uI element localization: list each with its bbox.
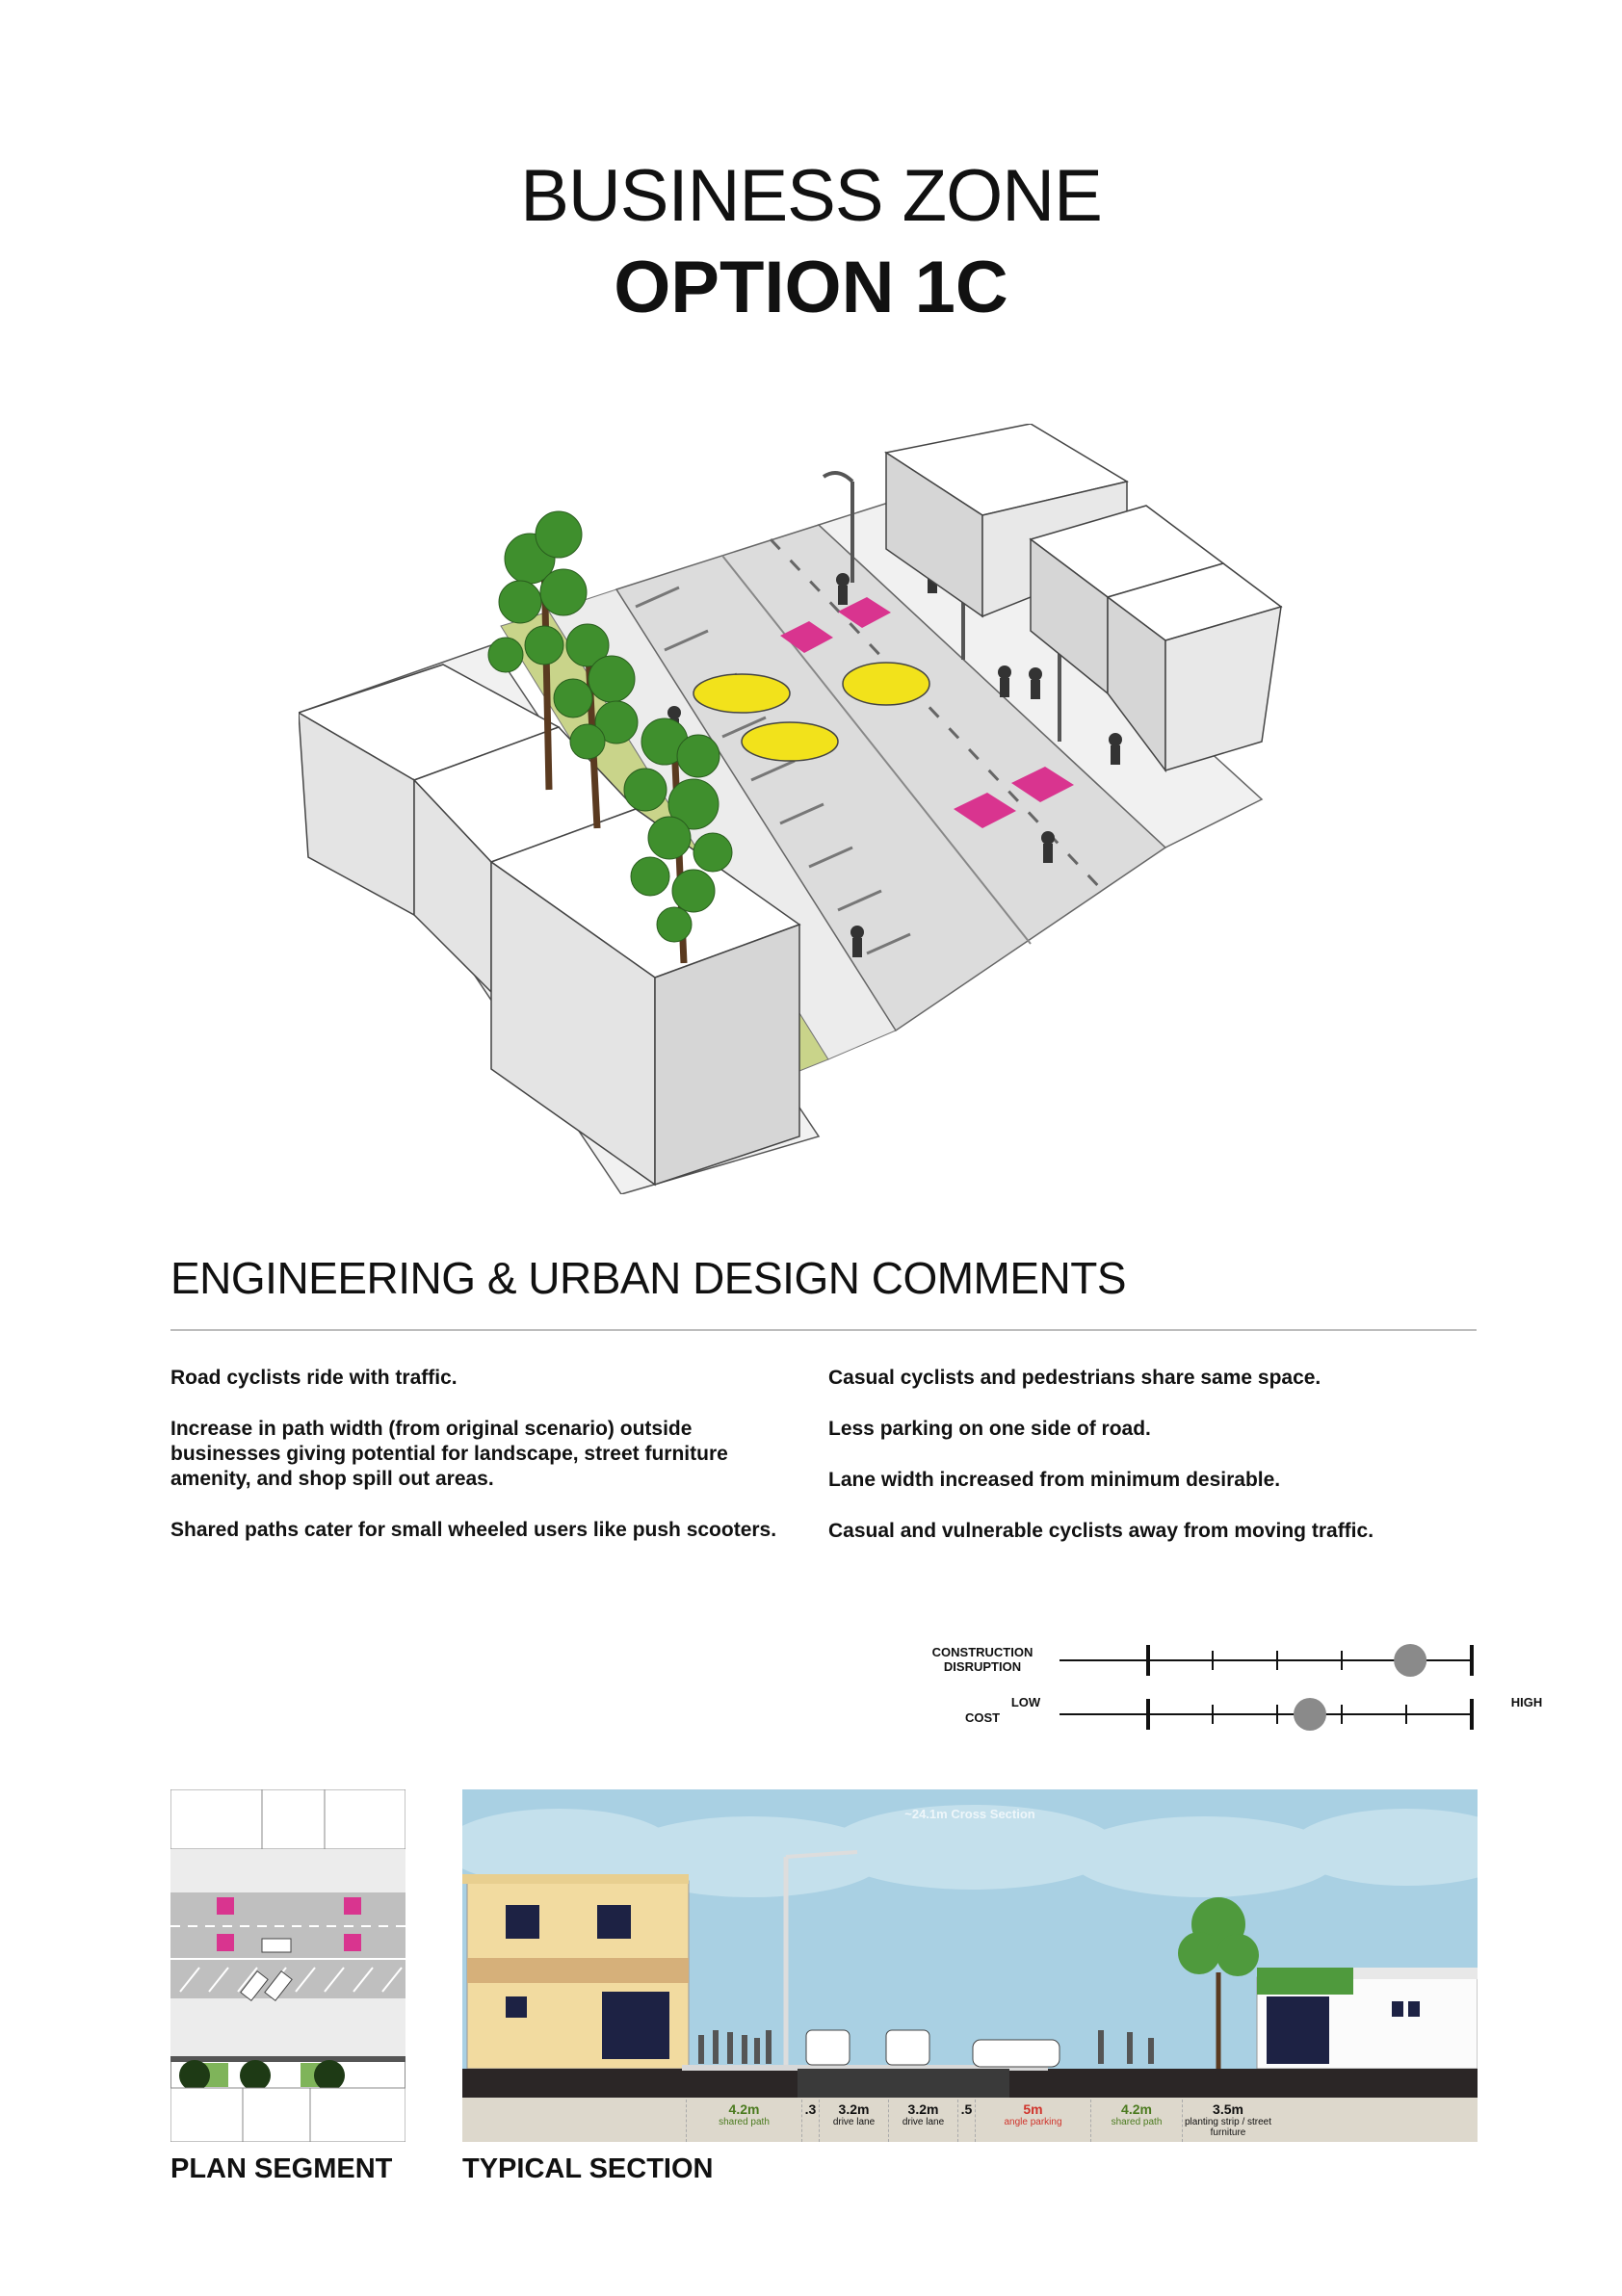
typical-section-drawing <box>462 1789 1478 2142</box>
comments-right-column: Casual cyclists and pedestrians share sa… <box>828 1366 1445 1570</box>
low-label: LOW <box>1010 1695 1041 1709</box>
street-trees <box>487 510 733 964</box>
comments-heading: ENGINEERING & URBAN DESIGN COMMENTS <box>170 1253 1127 1303</box>
dimension-label: shared path <box>1111 2117 1163 2127</box>
dimension-width: 5m <box>1023 2101 1043 2117</box>
construction-disruption-label: CONSTRUCTION DISRUPTION <box>931 1645 1033 1674</box>
scale-graphic <box>1060 1644 1474 1731</box>
title-option: OPTION 1C <box>614 247 1008 328</box>
street-axonometric-illustration <box>299 424 1283 1194</box>
comment-item: Lane width increased from minimum desira… <box>828 1469 1281 1491</box>
left-buildings <box>299 664 801 1187</box>
dimension-width: 3.5m <box>1213 2101 1243 2117</box>
comment-item: Road cyclists ride with traffic. <box>170 1367 458 1389</box>
dimension-width: 4.2m <box>1121 2101 1152 2117</box>
dimension-width: 3.2m <box>907 2101 939 2117</box>
dimension-label: shared path <box>719 2117 770 2127</box>
dimension-label: angle parking <box>1004 2117 1062 2127</box>
sharrow-markings <box>780 597 1074 828</box>
divider <box>170 1329 1477 1331</box>
plan-segment-title: PLAN SEGMENT <box>170 2153 393 2184</box>
rating-scales: CONSTRUCTION DISRUPTION LOW HIGH COST <box>925 1628 1551 1743</box>
dimension-width: .3 <box>804 2101 817 2117</box>
title-business-zone: BUSINESS ZONE <box>520 155 1103 237</box>
right-buildings <box>884 424 1283 773</box>
dimension-label: planting strip / street furniture <box>1184 2117 1272 2138</box>
comment-item: Casual cyclists and pedestrians share sa… <box>828 1367 1321 1389</box>
section-dimension: .5 <box>957 2100 975 2142</box>
dimension-width: 4.2m <box>728 2101 760 2117</box>
cost-label: COST <box>964 1710 1001 1725</box>
comment-item: Casual and vulnerable cyclists away from… <box>828 1520 1374 1542</box>
cost-marker <box>1294 1698 1326 1731</box>
dimension-label: drive lane <box>902 2117 945 2127</box>
cross-section-label: ~24.1m Cross Section <box>904 1807 1035 1821</box>
construction-disruption-marker <box>1394 1644 1427 1677</box>
dimension-label: drive lane <box>832 2117 876 2127</box>
typical-section-title: TYPICAL SECTION <box>462 2153 714 2184</box>
high-label: HIGH <box>1510 1695 1543 1709</box>
taxi-cars <box>693 662 930 762</box>
comment-item: Less parking on one side of road. <box>828 1418 1151 1440</box>
section-dimension: .3 <box>801 2100 819 2142</box>
dimension-width: 3.2m <box>838 2101 870 2117</box>
comments-left-column: Road cyclists ride with traffic. Increas… <box>170 1366 787 1569</box>
dimension-width: .5 <box>960 2101 973 2117</box>
comment-item: Shared paths cater for small wheeled use… <box>170 1519 777 1541</box>
plan-segment-drawing <box>170 1789 406 2142</box>
comment-item: Increase in path width (from original sc… <box>170 1418 728 1490</box>
